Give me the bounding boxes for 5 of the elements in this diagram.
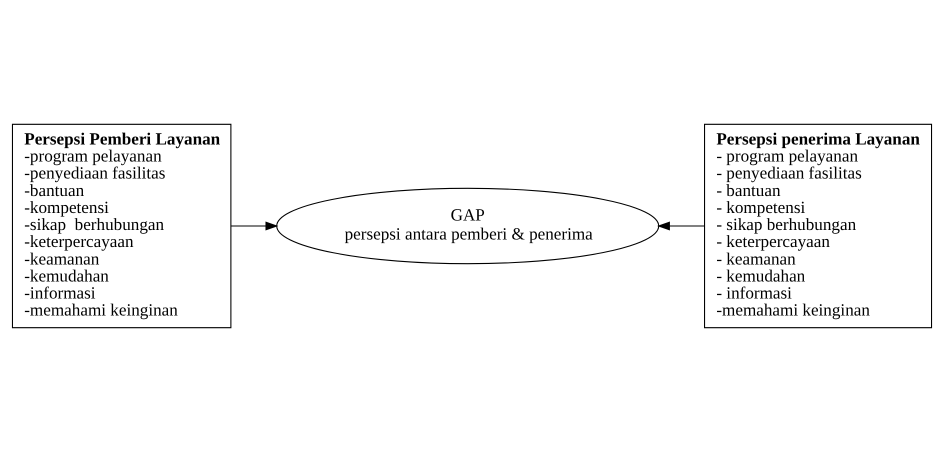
arrow <box>231 222 278 230</box>
arrow <box>657 222 704 230</box>
node-box: Persepsi penerima Layanan - program pelayanan - penyediaan fasilitas - bantuan - kompetensi - sikap berhubungan - keterpercayaan - keamanan - kemudahan - informasi -memahami keinginan <box>704 124 932 328</box>
node-ellipse: GAP persepsi antara pemberi & penerima <box>276 188 660 264</box>
node-box: Persepsi Pemberi Layanan -program pelayanan -penyediaan fasilitas -bantuan -kompetensi -sikap berhubungan -keterpercayaan -keamanan -kemudahan -informasi -memahami keinginan <box>12 124 232 328</box>
